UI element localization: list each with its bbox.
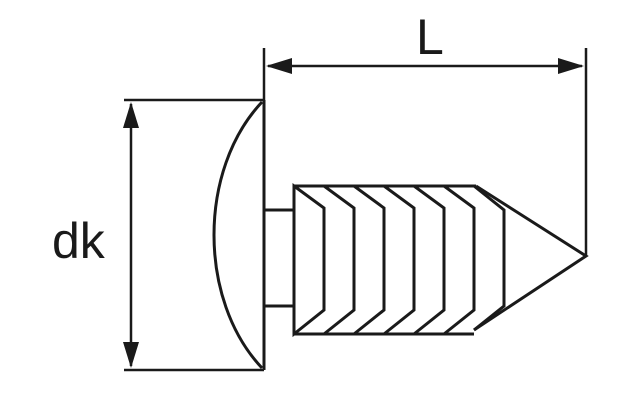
thread-7 [473, 184, 506, 332]
thread-1 [292, 183, 326, 338]
thread-3 [353, 184, 386, 336]
head-diameter-label: dk [52, 213, 106, 269]
length-arrow-left [266, 58, 292, 74]
screw-head [212, 100, 266, 370]
thread-4 [383, 184, 416, 336]
head-diameter-dimension: dk [52, 98, 264, 372]
thread-5 [413, 184, 446, 336]
screw-threads [292, 183, 506, 338]
thread-6 [443, 184, 476, 336]
head-diameter-arrow-top [123, 102, 139, 128]
head-dome-arc [212, 100, 264, 370]
screw-shank [264, 208, 294, 308]
length-dimension: L [262, 9, 588, 255]
length-label: L [416, 9, 444, 65]
length-arrow-right [558, 58, 584, 74]
tip-cone [473, 184, 589, 332]
screw-tip [473, 184, 589, 332]
head-diameter-arrow-bottom [123, 342, 139, 368]
thread-2 [323, 184, 356, 336]
